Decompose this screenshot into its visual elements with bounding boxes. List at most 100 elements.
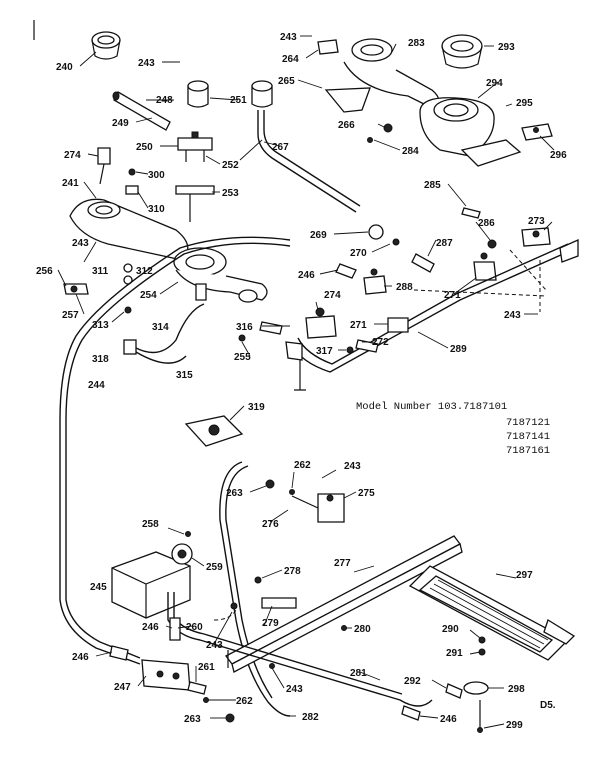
part-label: 300 — [148, 170, 165, 181]
burner-241 — [69, 198, 189, 261]
part-label: 275 — [358, 488, 375, 499]
part-label: 278 — [284, 566, 301, 577]
part-label: 292 — [404, 676, 421, 687]
part-label: 273 — [528, 216, 545, 227]
part-label: 258 — [142, 519, 159, 530]
valve-288 — [363, 268, 387, 295]
part-label: 276 — [262, 519, 279, 530]
part-label: 243 — [344, 461, 361, 472]
part-label: 252 — [222, 160, 239, 171]
valve-275 — [317, 493, 345, 523]
part-label: 315 — [176, 370, 193, 381]
part-label: 246 — [298, 270, 315, 281]
part-label: 279 — [262, 618, 279, 629]
part-label: 247 — [114, 682, 131, 693]
part-label: 253 — [222, 188, 239, 199]
page-code: D5. — [540, 700, 556, 711]
burner-cap-240 — [91, 31, 121, 60]
leader-lines — [57, 35, 555, 729]
part-label: 286 — [478, 218, 495, 229]
part-259 — [171, 543, 193, 565]
valve-271 — [473, 252, 497, 281]
part-label: 243 — [280, 32, 297, 43]
part-label: 310 — [148, 204, 165, 215]
pipe-244 — [59, 236, 291, 665]
part-label: 289 — [450, 344, 467, 355]
burner-294 — [419, 97, 522, 167]
part-label: 243 — [286, 684, 303, 695]
part-label: 245 — [90, 582, 107, 593]
burner-293 — [441, 34, 483, 69]
part-label: 257 — [62, 310, 79, 321]
part-label: 248 — [156, 95, 173, 106]
part-label: 287 — [436, 238, 453, 249]
part-label: 277 — [334, 558, 351, 569]
part-label: 261 — [198, 662, 215, 673]
part-label: 298 — [508, 684, 525, 695]
part-label: 246 — [72, 652, 89, 663]
model-number-line: 7187161 — [506, 445, 550, 457]
part-label: 243 — [138, 58, 155, 69]
part-label: 299 — [506, 720, 523, 731]
part-label: 317 — [316, 346, 333, 357]
part-label: 293 — [498, 42, 515, 53]
part-label: 314 — [152, 322, 169, 333]
connector-318 — [123, 303, 205, 364]
burner-254 — [173, 247, 268, 303]
part-label: 255 — [234, 352, 251, 363]
part-319 — [184, 415, 244, 447]
part-label: 249 — [112, 118, 129, 129]
part-label: 267 — [272, 142, 289, 153]
valve-273 — [521, 227, 551, 247]
cap-251 — [187, 80, 209, 108]
part-label: 240 — [56, 62, 73, 73]
part-label: 262 — [236, 696, 253, 707]
part-label: 282 — [302, 712, 319, 723]
part-label: 290 — [442, 624, 459, 635]
part-label: 243 — [72, 238, 89, 249]
part-label: 263 — [184, 714, 201, 725]
part-label: 264 — [282, 54, 299, 65]
part-label: 281 — [350, 668, 367, 679]
part-label: 311 — [92, 266, 109, 277]
part-label: 243 — [206, 640, 223, 651]
part-label: 263 — [226, 488, 243, 499]
part-label: 246 — [142, 622, 159, 633]
model-number-heading: Model Number 103.7187101 — [356, 401, 507, 413]
part-label: 284 — [402, 146, 419, 157]
part-label: 269 — [310, 230, 327, 241]
part-label: 274 — [324, 290, 341, 301]
cap-265 — [251, 80, 273, 108]
part-label: 243 — [504, 310, 521, 321]
part-label: 288 — [396, 282, 413, 293]
clip-256 — [63, 283, 89, 295]
broiler-burner-297 — [408, 565, 576, 661]
part-label: 241 — [62, 178, 79, 189]
valve-274-left — [97, 147, 111, 185]
part-label: 274 — [64, 150, 81, 161]
model-number-line: 7187121 — [506, 417, 550, 429]
part-label: 295 — [516, 98, 533, 109]
burner-283 — [343, 38, 440, 111]
pipe-282 — [219, 461, 291, 717]
part-label: 313 — [92, 320, 109, 331]
box-245 — [111, 551, 191, 619]
part-label: 260 — [186, 622, 203, 633]
part-label: 291 — [446, 648, 463, 659]
clip-296 — [521, 123, 553, 141]
bracket-253 — [175, 185, 215, 222]
part-label: 272 — [372, 337, 389, 348]
rail-277 — [225, 535, 463, 673]
valve-274-center — [305, 307, 337, 339]
tube-248 — [112, 91, 171, 131]
drawing — [33, 20, 579, 733]
part-label: 265 — [278, 76, 295, 87]
part-label: 280 — [354, 624, 371, 635]
part-label: 270 — [350, 248, 367, 259]
part-label: 250 — [136, 142, 153, 153]
part-247 — [141, 659, 191, 691]
pipe-267 — [257, 110, 357, 213]
part-label: 244 — [88, 380, 105, 391]
part-label: 283 — [408, 38, 425, 49]
